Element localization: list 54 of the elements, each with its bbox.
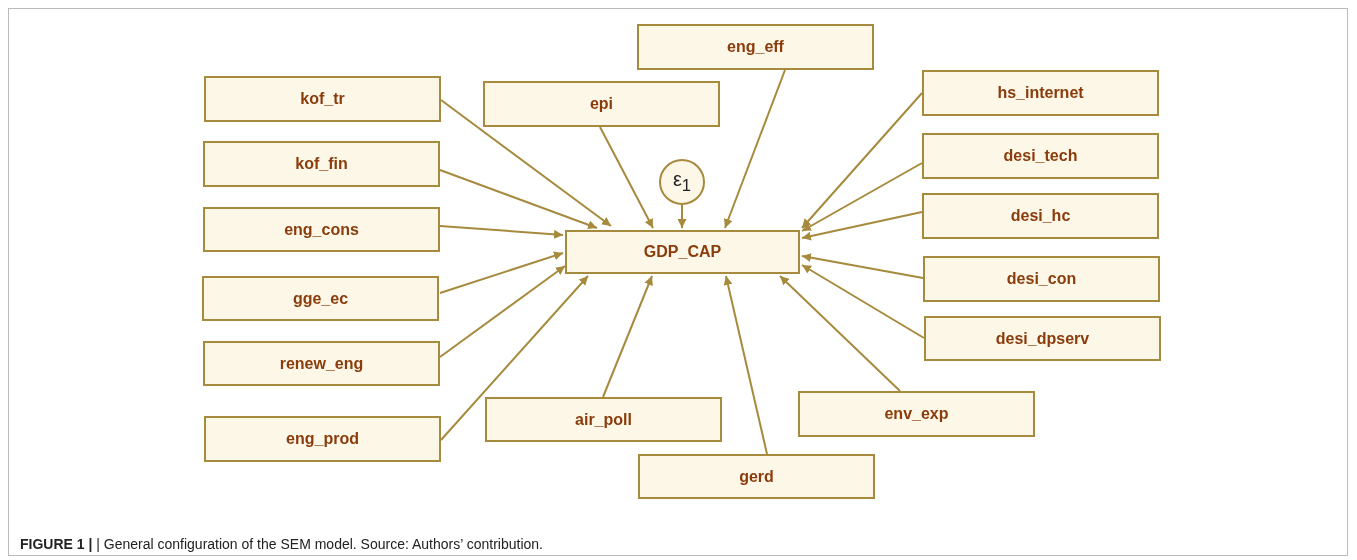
- variable-label: kof_tr: [300, 90, 345, 108]
- arrow: [602, 275, 653, 398]
- arrow: [677, 204, 687, 229]
- arrow: [801, 92, 923, 229]
- variable-label: eng_cons: [284, 220, 359, 239]
- variable-box: [203, 141, 440, 187]
- error-term-label: ε$_{1}$: [672, 168, 692, 196]
- arrow: [801, 162, 923, 232]
- arrow: [724, 69, 786, 229]
- arrow: [779, 275, 901, 392]
- variable-box: [922, 193, 1159, 239]
- variable-box: [638, 454, 875, 499]
- error-term-circle: [659, 159, 705, 205]
- variable-box: [922, 133, 1159, 179]
- arrow: [801, 253, 924, 279]
- variable-label: desi_dpserv: [995, 329, 1090, 348]
- variable-label: air_poll: [575, 410, 632, 429]
- arrow: [599, 126, 654, 229]
- arrow: [439, 225, 564, 239]
- variable-box: [922, 70, 1159, 116]
- variable-label: gerd: [739, 467, 774, 486]
- arrow: [801, 264, 925, 339]
- variable-label: eng_prod: [286, 430, 359, 448]
- variable-box: [203, 207, 440, 252]
- variable-box: [203, 341, 440, 386]
- variable-box: [923, 256, 1160, 302]
- variable-label: desi_tech: [1003, 147, 1078, 165]
- variable-label: GDP_CAP: [643, 243, 722, 261]
- variable-label: desi_con: [1006, 270, 1077, 288]
- variable-box: [483, 81, 720, 127]
- variable-box: [924, 316, 1161, 361]
- figure-caption: FIGURE 1 | | General configuration of the SEM model. Source: Authors’ contribution.: [20, 536, 543, 552]
- arrow: [440, 275, 589, 441]
- arrow: [439, 169, 598, 230]
- arrow: [801, 211, 923, 241]
- variable-box: [565, 230, 800, 274]
- variable-label: gge_ec: [292, 289, 349, 308]
- variable-label: epi: [589, 95, 614, 113]
- variable-box: [798, 391, 1035, 437]
- variable-label: eng_eff: [727, 38, 784, 56]
- variable-box: [204, 76, 441, 122]
- variable-box: [202, 276, 439, 321]
- arrow: [440, 99, 612, 227]
- variable-label: kof_fin: [295, 155, 348, 173]
- arrow: [723, 275, 768, 455]
- arrow: [439, 251, 564, 294]
- variable-box: [485, 397, 722, 442]
- arrow: [439, 265, 566, 358]
- variable-label: desi_hc: [1010, 207, 1071, 225]
- variable-label: renew_eng: [279, 354, 364, 373]
- variable-label: hs_internet: [997, 84, 1084, 102]
- variable-box: [637, 24, 874, 70]
- variable-box: [204, 416, 441, 462]
- variable-label: env_exp: [884, 405, 949, 423]
